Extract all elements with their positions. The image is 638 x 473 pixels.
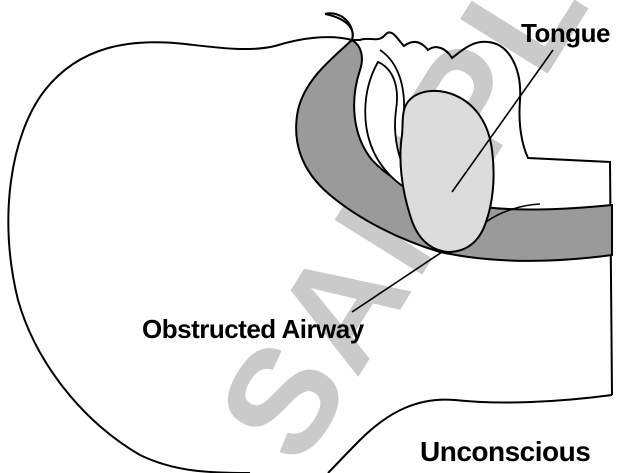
unconscious-label: Unconscious: [420, 436, 590, 468]
tongue-label: Tongue: [521, 18, 610, 49]
tongue-shape: [400, 91, 493, 252]
obstructed-airway-label: Obstructed Airway: [142, 314, 364, 345]
